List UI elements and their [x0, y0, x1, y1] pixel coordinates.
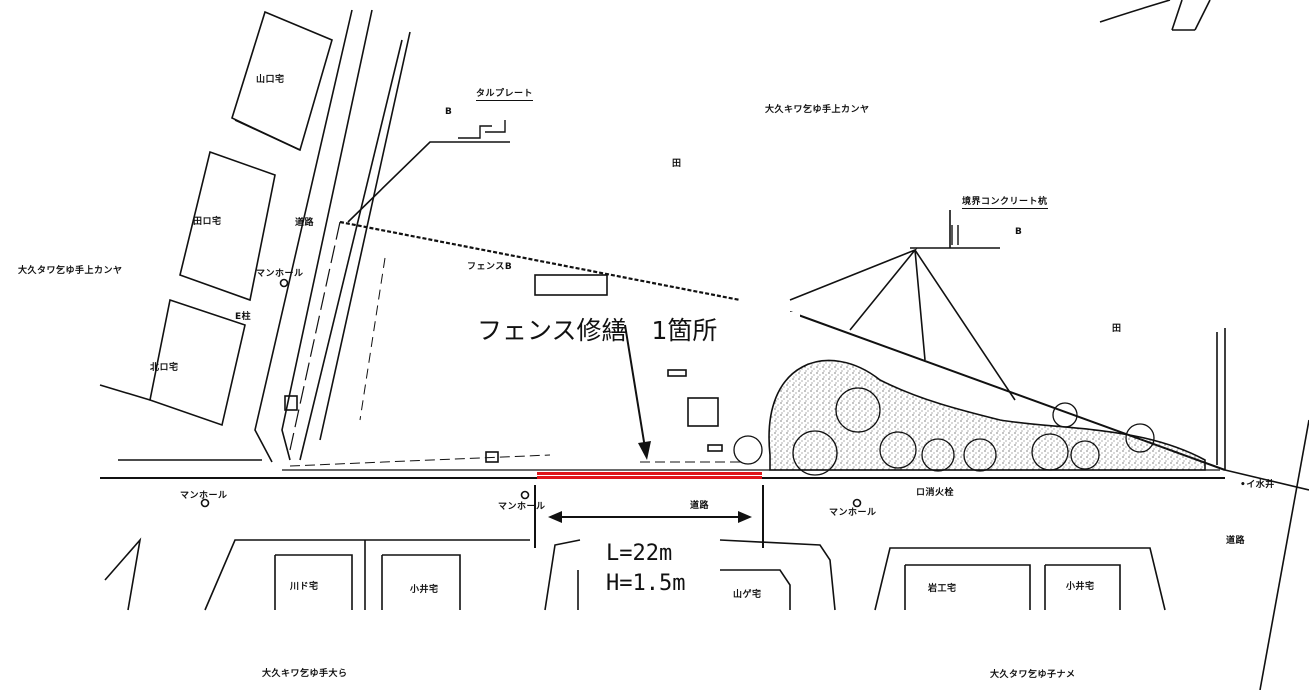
label-road-mid: 道路	[690, 501, 710, 511]
leader-boundary	[910, 210, 1000, 249]
label-house-b5: 小井宅	[1066, 582, 1095, 592]
callout-arrowhead-icon	[638, 441, 651, 460]
inner-dashed-line	[289, 221, 341, 451]
box-1	[687, 397, 719, 427]
label-road-right: 道路	[1226, 536, 1246, 546]
label-water-pipe: •イ水井	[1240, 480, 1275, 490]
label-house-3: 北ロ宅	[150, 363, 179, 373]
label-house-b1: 川ド宅	[290, 582, 319, 592]
label-district-bottom-left: 大久キワ乞ゆ手大ら	[262, 669, 348, 679]
left-road-lines	[254, 9, 411, 463]
repair-fence-segment	[537, 472, 762, 479]
callout-height: H=1.5m	[606, 571, 686, 596]
bottom-houses	[104, 537, 1166, 611]
dimension-line	[534, 485, 764, 548]
label-field-right: 田	[1112, 324, 1122, 334]
label-district-top: 大久キワ乞ゆ手上カンヤ	[765, 105, 870, 115]
manhole-left-upper-icon	[279, 278, 289, 288]
box-3	[667, 369, 687, 377]
tent-lines	[789, 248, 1016, 401]
label-manhole-left-upper: マンホール	[256, 269, 304, 279]
name-plate-icon	[458, 120, 506, 139]
manhole-mid-icon	[520, 490, 530, 500]
leader-name-plate	[347, 141, 510, 223]
box-2	[284, 395, 298, 411]
label-road-left: 道路	[295, 218, 315, 228]
label-district-bottom-right: 大久タワ乞ゆ子ナメ	[990, 670, 1076, 680]
site-right-boundary	[1216, 328, 1226, 470]
callout-title: フェンス修繕 1箇所	[477, 316, 718, 345]
north-arrow-icon	[1099, 0, 1211, 31]
label-house-b4: 岩工宅	[928, 584, 957, 594]
box-4	[485, 451, 499, 463]
label-house-b2: 小井宅	[410, 585, 439, 595]
boundary-post-icon	[951, 225, 959, 245]
label-mark-b-right: B	[1015, 227, 1023, 237]
label-boundary-marker: 境界コンクリート杭	[962, 197, 1048, 209]
label-mark-b-top: B	[445, 107, 453, 117]
label-fence-b: フェンスB	[467, 262, 513, 272]
label-house-yamaguchi: 山口宅	[256, 75, 285, 85]
manhole-left-icon	[200, 498, 210, 508]
label-manhole-left: マンホール	[180, 491, 228, 501]
label-manhole-right: マンホール	[829, 508, 877, 518]
shed	[534, 274, 608, 296]
label-house-2: 田ロ宅	[193, 217, 222, 227]
label-field-top: 田	[672, 159, 682, 169]
callout-length: L=22m	[606, 541, 673, 566]
box-5	[707, 444, 723, 452]
callout-arrow	[624, 324, 646, 449]
trees	[733, 387, 1155, 476]
manhole-right-icon	[852, 498, 862, 508]
label-district-left: 大久タワ乞ゆ手上カンヤ	[18, 266, 123, 276]
label-pole: E柱	[235, 312, 252, 322]
label-name-plate: タルプレート	[476, 89, 534, 101]
left-houses	[99, 10, 333, 461]
dim-arrow-right-icon	[738, 511, 752, 523]
label-manhole-mid: マンホール	[498, 502, 546, 512]
label-water-hydrant: ロ消火栓	[916, 488, 955, 498]
inner-dashed-line-2	[359, 257, 386, 421]
site-top-boundary	[339, 220, 741, 302]
garden-area	[768, 359, 1206, 471]
dim-arrow-left-icon	[548, 511, 562, 523]
label-house-b3: 山ゲ宅	[733, 590, 762, 600]
